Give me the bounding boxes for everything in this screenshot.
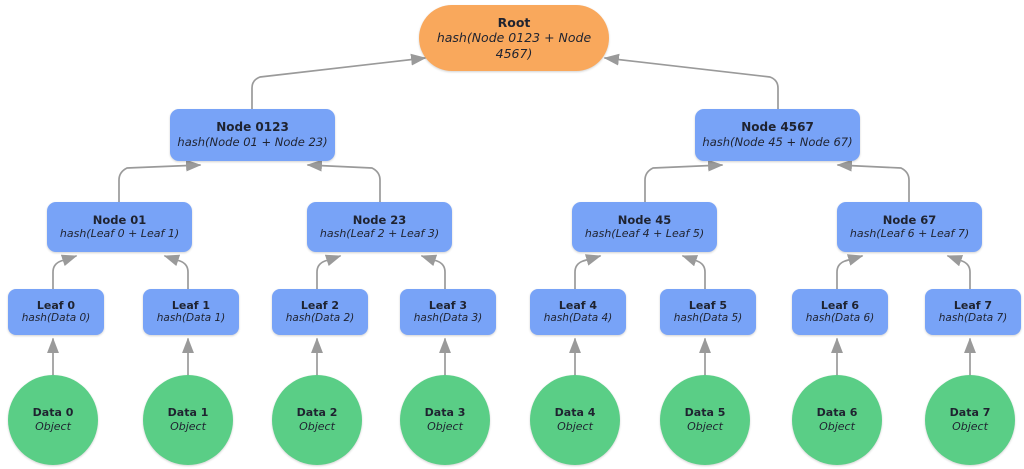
edge-leaf4-node45 (574, 254, 602, 290)
node-0123-title: Node 0123 (216, 120, 289, 135)
leaf-0-hash: hash(Data 0) (21, 312, 91, 325)
leaf-1[interactable]: Leaf 1 hash(Data 1) (143, 289, 239, 335)
data-object-1-title: Data 1 (167, 406, 209, 420)
leaf-4-hash: hash(Data 4) (543, 312, 613, 325)
node-root-title: Root (497, 14, 531, 30)
leaf-4-title: Leaf 4 (558, 298, 598, 312)
leaf-6-title: Leaf 6 (820, 298, 860, 312)
leaf-1-title: Leaf 1 (171, 298, 211, 312)
node-4567[interactable]: Node 4567 hash(Node 45 + Node 67) (695, 109, 860, 161)
leaf-3-title: Leaf 3 (428, 298, 468, 312)
leaf-3[interactable]: Leaf 3 hash(Data 3) (400, 289, 496, 335)
data-object-3[interactable]: Data 3 Object (400, 375, 490, 465)
edge-node67-node4567 (836, 159, 910, 203)
node-4567-title: Node 4567 (741, 120, 814, 135)
data-object-3-title: Data 3 (424, 406, 466, 420)
data-object-5-title: Data 5 (684, 406, 726, 420)
data-object-6[interactable]: Data 6 Object (792, 375, 882, 465)
node-0123[interactable]: Node 0123 hash(Node 01 + Node 23) (170, 109, 335, 161)
node-01-hash: hash(Leaf 0 + Leaf 1) (59, 227, 180, 241)
leaf-7-hash: hash(Data 7) (938, 312, 1008, 325)
node-4567-hash: hash(Node 45 + Node 67) (702, 135, 853, 150)
edge-leaf3-node23 (420, 254, 446, 290)
data-object-6-title: Data 6 (816, 406, 858, 420)
node-23[interactable]: Node 23 hash(Leaf 2 + Leaf 3) (307, 202, 452, 252)
data-object-4-title: Data 4 (554, 406, 596, 420)
node-45-title: Node 45 (617, 212, 672, 227)
data-object-4-type: Object (557, 420, 593, 433)
node-67[interactable]: Node 67 hash(Leaf 6 + Leaf 7) (837, 202, 982, 252)
node-23-hash: hash(Leaf 2 + Leaf 3) (319, 227, 440, 241)
edge-leaf1-node01 (163, 254, 189, 290)
edge-leaf0-node01 (52, 254, 78, 290)
data-object-2-type: Object (299, 420, 335, 433)
data-object-4[interactable]: Data 4 Object (530, 375, 620, 465)
leaf-1-hash: hash(Data 1) (156, 312, 226, 325)
data-object-6-type: Object (819, 420, 855, 433)
edge-node4567-root (603, 53, 779, 110)
data-object-0[interactable]: Data 0 Object (8, 375, 98, 465)
leaf-7-title: Leaf 7 (953, 298, 993, 312)
data-object-5[interactable]: Data 5 Object (660, 375, 750, 465)
data-object-2[interactable]: Data 2 Object (272, 375, 362, 465)
leaf-0-title: Leaf 0 (36, 298, 76, 312)
edge-leaf2-node23 (316, 254, 342, 290)
leaf-5[interactable]: Leaf 5 hash(Data 5) (660, 289, 756, 335)
data-object-0-title: Data 0 (32, 406, 74, 420)
node-45[interactable]: Node 45 hash(Leaf 4 + Leaf 5) (572, 202, 717, 252)
data-object-7-type: Object (952, 420, 988, 433)
edge-node01-node0123 (118, 159, 202, 203)
data-object-0-type: Object (35, 420, 71, 433)
leaf-5-hash: hash(Data 5) (673, 312, 743, 325)
leaf-7[interactable]: Leaf 7 hash(Data 7) (925, 289, 1021, 335)
leaf-2[interactable]: Leaf 2 hash(Data 2) (272, 289, 368, 335)
node-45-hash: hash(Leaf 4 + Leaf 5) (584, 227, 705, 241)
data-object-3-type: Object (427, 420, 463, 433)
node-67-title: Node 67 (882, 212, 937, 227)
data-object-1[interactable]: Data 1 Object (143, 375, 233, 465)
node-67-hash: hash(Leaf 6 + Leaf 7) (849, 227, 970, 241)
leaf-6[interactable]: Leaf 6 hash(Data 6) (792, 289, 888, 335)
leaf-4[interactable]: Leaf 4 hash(Data 4) (530, 289, 626, 335)
node-root[interactable]: Root hash(Node 0123 + Node 4567) (419, 5, 609, 71)
node-0123-hash: hash(Node 01 + Node 23) (177, 135, 328, 150)
edge-node0123-root (251, 53, 427, 110)
node-23-title: Node 23 (352, 212, 407, 227)
edge-leaf6-node67 (836, 254, 864, 290)
edge-leaf7-node67 (946, 255, 971, 290)
data-object-7[interactable]: Data 7 Object (925, 375, 1015, 465)
data-object-1-type: Object (170, 420, 206, 433)
node-01-title: Node 01 (92, 212, 147, 227)
data-object-2-title: Data 2 (296, 406, 338, 420)
node-01[interactable]: Node 01 hash(Leaf 0 + Leaf 1) (47, 202, 192, 252)
leaf-3-hash: hash(Data 3) (413, 312, 483, 325)
edge-node23-node0123 (306, 159, 381, 203)
data-object-5-type: Object (687, 420, 723, 433)
leaf-6-hash: hash(Data 6) (805, 312, 875, 325)
leaf-5-title: Leaf 5 (688, 298, 728, 312)
leaf-2-title: Leaf 2 (300, 298, 340, 312)
edge-leaf5-node45 (681, 255, 706, 290)
node-root-hash: hash(Node 0123 + Node 4567) (436, 30, 592, 61)
leaf-0[interactable]: Leaf 0 hash(Data 0) (8, 289, 104, 335)
leaf-2-hash: hash(Data 2) (285, 312, 355, 325)
edge-node45-node4567 (644, 159, 724, 203)
data-object-7-title: Data 7 (949, 406, 991, 420)
